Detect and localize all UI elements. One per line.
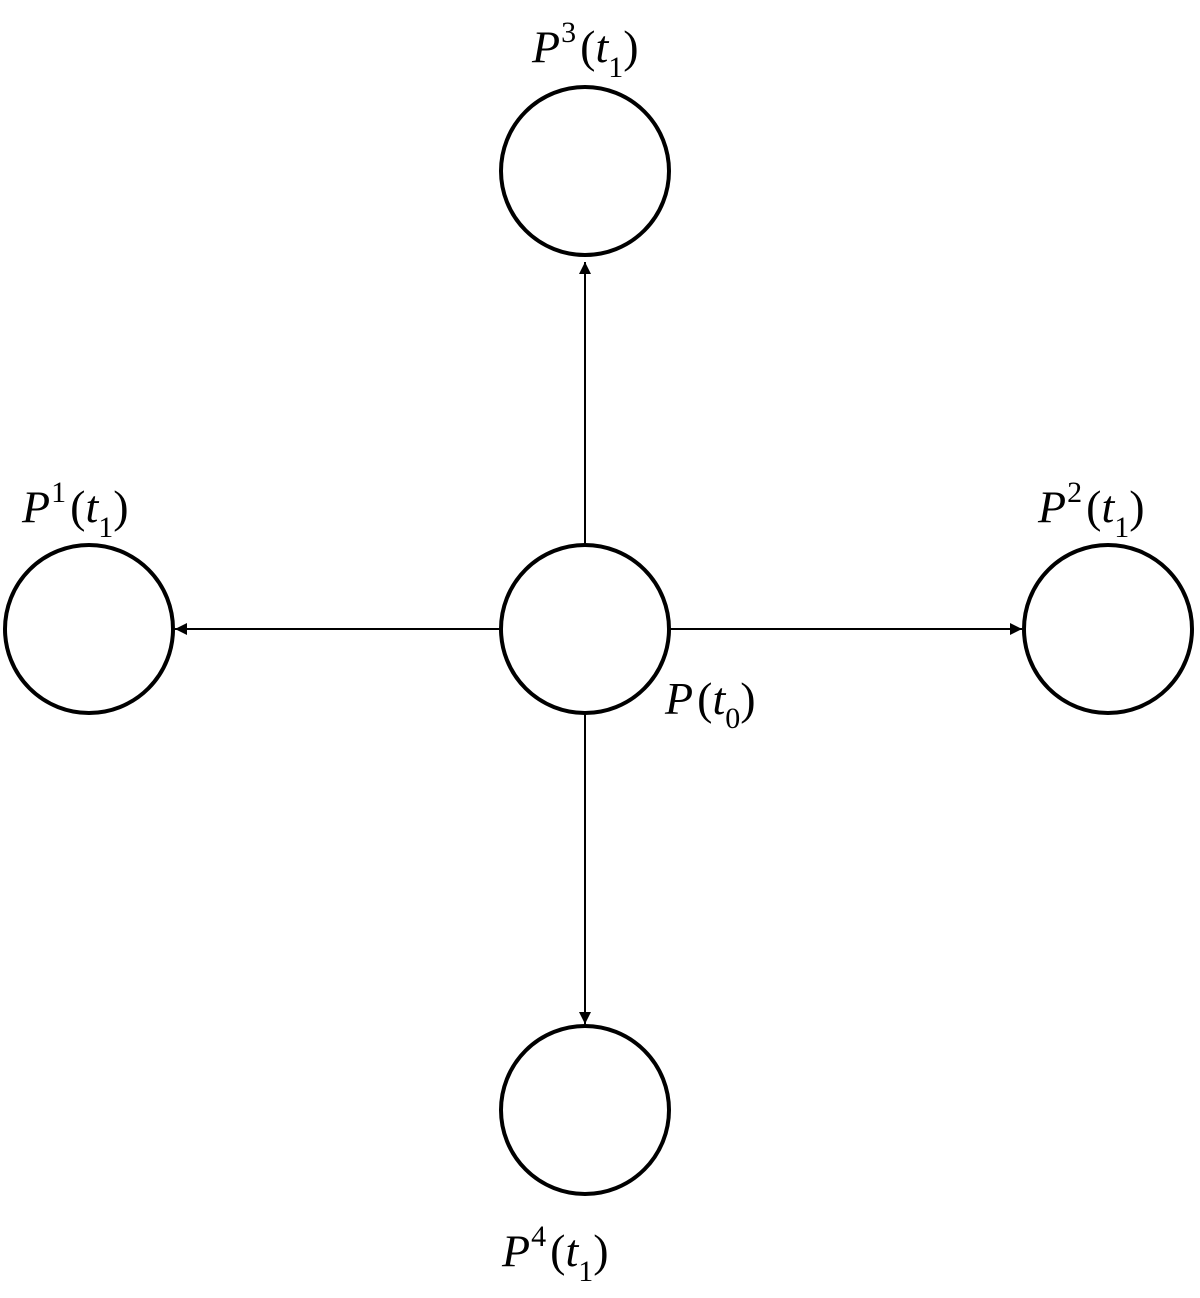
node-p2 xyxy=(1022,543,1194,715)
node-p3 xyxy=(499,85,671,257)
label-p1: P1(t1) xyxy=(22,476,129,544)
label-p2: P2(t1) xyxy=(1038,476,1145,544)
node-center xyxy=(499,543,671,715)
label-p3: P3(t1) xyxy=(532,16,639,84)
node-p1 xyxy=(3,543,175,715)
label-center: P(t0) xyxy=(665,673,756,736)
label-p4: P4(t1) xyxy=(502,1220,609,1288)
node-p4 xyxy=(499,1024,671,1196)
